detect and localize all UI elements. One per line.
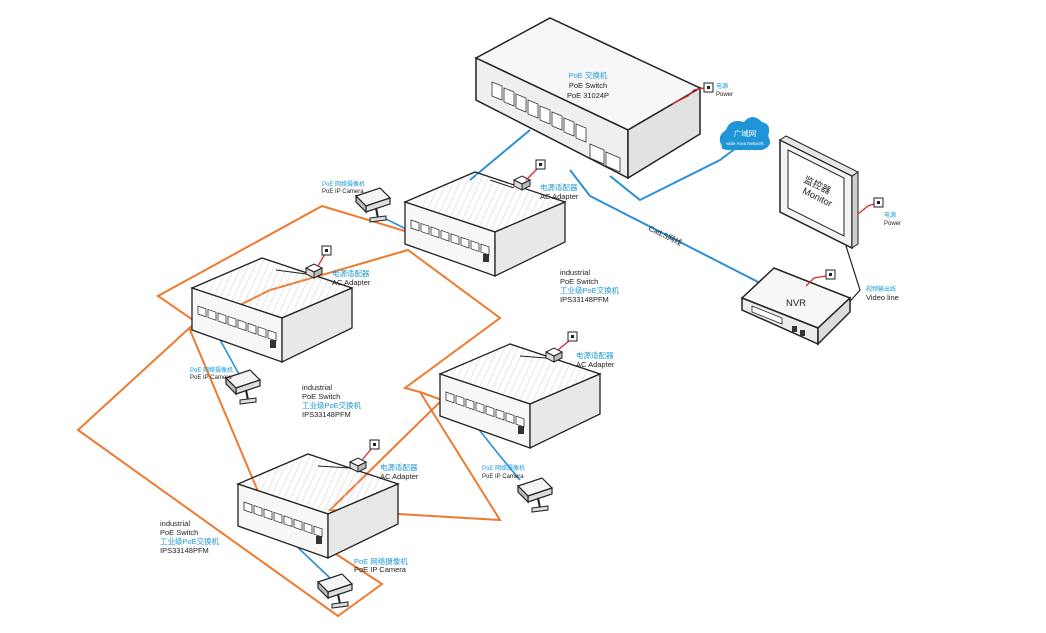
switch4-power-cable — [361, 447, 373, 461]
switch3-adapter-cable — [519, 355, 547, 359]
switch2-adapter-en: AC Adapter — [332, 278, 371, 287]
switch1-model: IPS33148PFM — [560, 295, 609, 304]
switch2-line1: industrial — [302, 383, 332, 392]
main-switch-power-cable — [671, 87, 705, 105]
monitor-power-en: Power — [884, 221, 901, 227]
camera-1-cn: PoE 网络摄像机 — [322, 180, 365, 188]
switch3-power-cable — [557, 339, 571, 351]
switch2-socket-icon — [321, 245, 332, 256]
monitor: 监控器 Monitor — [779, 135, 859, 250]
switch3-adapter-en: AC Adapter — [576, 360, 615, 369]
uplink-main-to-wan — [609, 144, 741, 202]
main-switch-power-en: Power — [716, 92, 733, 98]
nvr-power-cable — [805, 275, 827, 287]
nvr-label: NVR — [786, 298, 806, 309]
camera-2-en: PoE IP Camera — [190, 375, 232, 381]
switch3-socket-icon — [567, 331, 578, 342]
main-switch-en: PoE Switch — [569, 81, 607, 90]
cable-label: CatLS网线 — [647, 223, 684, 248]
main-switch-socket-icon — [703, 82, 714, 93]
switch2-adapter-cn: 电源适配器 — [332, 268, 370, 278]
nvr: NVR — [740, 267, 852, 346]
monitor-socket-icon — [873, 197, 884, 208]
video-line-cn: 视频输出线 — [866, 285, 896, 293]
camera-2-cn: PoE 网络摄像机 — [190, 366, 233, 374]
main-poe-switch: PoE 交换机 PoE Switch PoE 31024P — [474, 17, 702, 180]
switch4-adapter-cable — [317, 465, 351, 469]
uplink-main-to-nvr — [569, 169, 763, 285]
camera-3-en: PoE IP Camera — [482, 474, 524, 480]
switch2-model: IPS33148PFM — [302, 410, 351, 419]
switch1-cn: 工业级PoE交换机 — [560, 285, 620, 295]
switch4-adapter-cn: 电源适配器 — [380, 462, 418, 472]
switch1-line1: industrial — [560, 268, 590, 277]
monitor-power-cn: 电源 — [884, 211, 896, 219]
switch4-cn: 工业级PoE交换机 — [160, 536, 220, 546]
main-switch-power-cn: 电源 — [716, 82, 728, 90]
switch4-model: IPS33148PFM — [160, 546, 209, 555]
industrial-switch-4 — [237, 453, 399, 559]
switch2-cn: 工业级PoE交换机 — [302, 400, 362, 410]
uplink-main-to-switch1 — [469, 129, 531, 181]
switch1-adapter-cn: 电源适配器 — [540, 182, 578, 192]
camera-3-icon — [517, 477, 553, 513]
main-switch-model: PoE 31024P — [567, 91, 609, 100]
video-line-en: Video line — [866, 293, 899, 302]
monitor-power-cable — [857, 203, 875, 215]
camera-4-icon — [317, 573, 353, 609]
switch2-adapter-cable — [275, 269, 307, 275]
camera-1-en: PoE IP Camera — [322, 189, 364, 195]
camera-3-cn: PoE 网络摄像机 — [482, 464, 525, 472]
main-switch-cn: PoE 交换机 — [569, 70, 608, 80]
switch1-socket-icon — [535, 159, 546, 170]
switch4-adapter-en: AC Adapter — [380, 472, 419, 481]
wan-cloud-icon: 广域网 wide Area Network — [719, 117, 770, 150]
wan-en: wide Area Network — [726, 141, 764, 146]
switch4-socket-icon — [369, 439, 380, 450]
switch4-line2: PoE Switch — [160, 528, 198, 537]
switch1-power-cable — [525, 167, 539, 181]
switch1-adapter-en: AC Adapter — [540, 192, 579, 201]
camera-4-cn: PoE 网络摄像机 — [354, 556, 408, 566]
wan-cn: 广域网 — [734, 128, 757, 138]
switch1-line2: PoE Switch — [560, 277, 598, 286]
nvr-socket-icon — [825, 269, 836, 280]
switch2-line2: PoE Switch — [302, 392, 340, 401]
camera-4-en: PoE IP Camera — [354, 565, 407, 574]
switch3-adapter-cn: 电源适配器 — [576, 350, 614, 360]
switch1-adapter-cable — [489, 179, 515, 189]
switch4-line1: industrial — [160, 519, 190, 528]
